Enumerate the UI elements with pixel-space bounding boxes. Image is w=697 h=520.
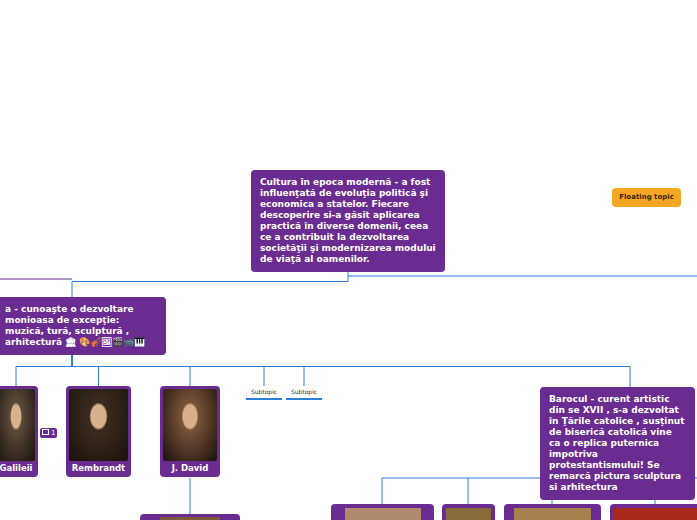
node-text: Barocul - curent artistic din se XVII , … [549,394,686,493]
subtopic-box: Subtopic [246,386,282,400]
image-box [140,514,240,520]
image-topic: Rembrandt [66,386,131,477]
portrait-image [0,389,35,461]
node-text: Subtopic [288,388,320,396]
topic-box: Barocul - curent artistic din se XVII , … [540,387,695,500]
root-topic: Cultura în epoca modernă - a fost influe… [251,170,445,272]
image-box [610,504,697,520]
image [514,508,591,520]
portrait-image [163,389,217,461]
comment-number: 1 [51,429,55,437]
branch-line [190,478,191,514]
image-box [504,504,601,520]
node-text: Cultura în epoca modernă - a fost influe… [260,177,436,265]
connector [72,355,99,386]
branch-line [382,478,383,504]
image-topic: J. David [160,386,220,477]
floating-topic: Floating topic [612,188,681,207]
connector [72,355,190,386]
comment-count: 1 [40,428,57,438]
node-text: Floating topic [618,193,675,202]
branch-line [348,276,697,277]
connector [72,272,348,297]
image [345,508,421,520]
branch-line [0,279,72,280]
image-box [331,504,434,520]
connector [72,355,304,386]
image [446,508,491,520]
topic-box: a - cunoaşte o dezvoltare monioasa de ex… [0,297,166,355]
subtopic-box: Subtopic [286,386,322,400]
image [614,508,697,520]
node-text: a - cunoaşte o dezvoltare monioasa de ex… [5,304,157,348]
comment-icon [42,429,49,435]
connector [16,355,72,386]
node-text: J. David [163,463,217,474]
connector [72,355,264,386]
node-text: Rembrandt [69,463,128,474]
image-box [442,504,495,520]
connector [72,355,630,387]
node-text: Galileii [0,463,35,474]
node-text: Subtopic [248,388,280,396]
image-topic: Galileii [0,386,38,477]
branch-line [468,478,469,504]
portrait-image [69,389,128,461]
image [160,517,220,520]
